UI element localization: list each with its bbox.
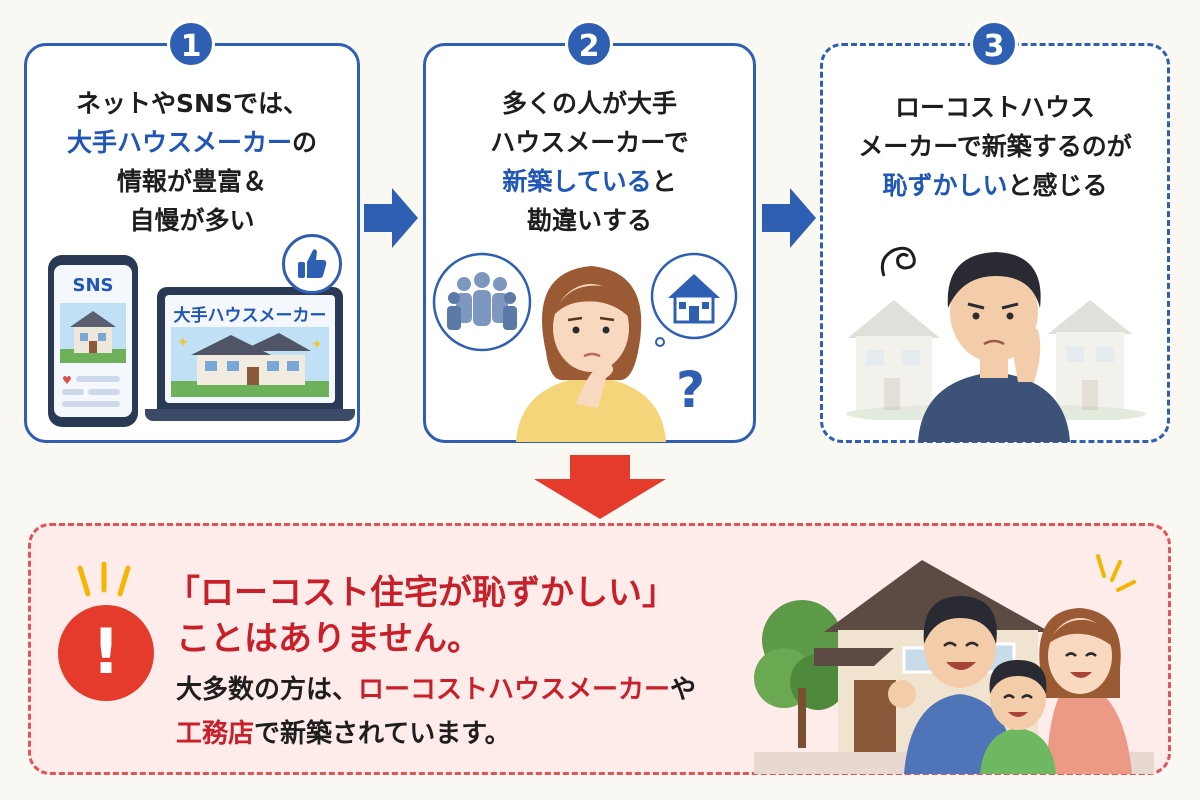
step-1-line-4: 自慢が多い (129, 206, 255, 235)
step-3-line-2: メーカーで新築するのが (858, 132, 1132, 161)
happy-family-illustration (754, 554, 1154, 774)
warning-icon: ! (58, 605, 154, 701)
step-1-text: ネットやSNSでは、 大手ハウスメーカーの 情報が豊富＆ 自慢が多い (24, 84, 360, 240)
step-1-line-3: 情報が豊富＆ (116, 167, 267, 196)
sparkle-icon (77, 562, 131, 597)
swirl-icon (880, 246, 916, 277)
down-arrow (534, 455, 666, 519)
step-2-line-4: 勘違いする (526, 206, 652, 235)
phone-sns-label: SNS (72, 275, 114, 296)
house-thought-bubble (650, 252, 738, 347)
right-arrow-1 (364, 188, 418, 248)
phone-illustration: SNS ♥ (48, 255, 138, 427)
question-icon: ? (676, 361, 706, 419)
laptop-house-photo: ✦ ✦ (171, 327, 329, 397)
step-number-badge-2: 2 (565, 20, 613, 68)
step-number-badge-3: 3 (970, 20, 1018, 68)
thumbs-up-icon (282, 234, 342, 294)
step-2-line-3: 新築していると (502, 167, 677, 196)
step-2-line-1: 多くの人が大手 (501, 89, 677, 118)
step-3-line-1: ローコストハウス (894, 93, 1095, 122)
worried-man-illustration (918, 252, 1070, 442)
phone-house-photo (60, 303, 126, 363)
step-3-line-3: 恥ずかしいと感じる (882, 171, 1108, 200)
right-arrow-2 (762, 188, 816, 248)
faded-houses-background (846, 300, 1146, 420)
thinking-woman-illustration (516, 266, 666, 442)
step-2-line-2: ハウスメーカーで (490, 128, 689, 157)
phone-feed-rows: ♥ (62, 374, 120, 407)
step-1-line-1: ネットやSNSでは、 (76, 89, 308, 118)
svg-text:✦: ✦ (177, 335, 189, 351)
step-number-badge-1: 1 (167, 20, 215, 68)
laptop-base (145, 409, 355, 421)
warning-mark: ! (91, 615, 121, 688)
svg-text:♥: ♥ (62, 374, 72, 387)
conclusion-title-line-2: ことはありません。 (176, 619, 481, 659)
crowd-icon (432, 252, 532, 352)
step-1-line-2: 大手ハウスメーカーの (66, 128, 318, 157)
svg-text:✦: ✦ (311, 337, 323, 353)
conclusion-title-line-1: 「ローコスト住宅が恥ずかしい」 (166, 573, 676, 613)
step-3-text: ローコストハウス メーカーで新築するのが 恥ずかしいと感じる (820, 88, 1170, 205)
conclusion-body-line-2: 工務店で新築されています。 (176, 719, 511, 749)
house-icon (668, 274, 720, 324)
laptop-brand-label: 大手ハウスメーカー (173, 306, 327, 326)
step-2-text: 多くの人が大手 ハウスメーカーで 新築していると 勘違いする (423, 84, 756, 240)
laptop-illustration: 大手ハウスメーカー ✦ ✦ (157, 287, 343, 409)
conclusion-body-line-1: 大多数の方は、ローコストハウスメーカーや (176, 675, 697, 705)
